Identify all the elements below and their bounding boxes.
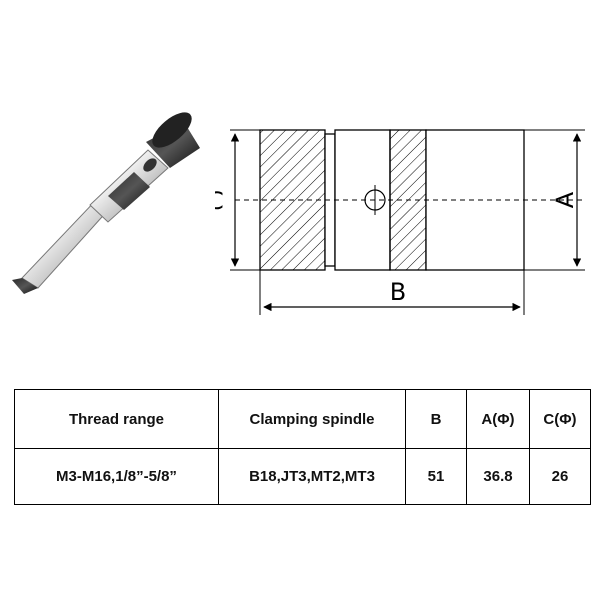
chuck-nose <box>146 112 200 168</box>
header-c-diameter: C(Φ) <box>529 389 591 449</box>
cell-b: 51 <box>405 448 467 505</box>
cell-clamping-spindle: B18,JT3,MT2,MT3 <box>218 448 406 505</box>
header-b: B <box>405 389 467 449</box>
header-clamping-spindle: Clamping spindle <box>218 389 406 449</box>
technical-drawing: C A B <box>215 129 585 315</box>
chuck-body <box>89 149 169 223</box>
tool-holder-photo <box>12 112 200 294</box>
header-a-diameter: A(Φ) <box>466 389 530 449</box>
dimension-b-label: B <box>390 278 406 306</box>
cell-a-diameter: 36.8 <box>466 448 530 505</box>
dimension-a-label: A <box>551 191 579 208</box>
spec-table: Thread range Clamping spindle B A(Φ) C(Φ… <box>14 389 591 505</box>
cell-thread-range: M3-M16,1/8”-5/8” <box>14 448 219 505</box>
cell-c-diameter: 26 <box>529 448 591 505</box>
table-row: M3-M16,1/8”-5/8” B18,JT3,MT2,MT3 51 36.8… <box>14 448 591 505</box>
header-thread-range: Thread range <box>14 389 219 449</box>
table-header-row: Thread range Clamping spindle B A(Φ) C(Φ… <box>14 389 591 449</box>
dimension-c-label: C <box>215 187 224 215</box>
taper-shank <box>12 197 111 294</box>
